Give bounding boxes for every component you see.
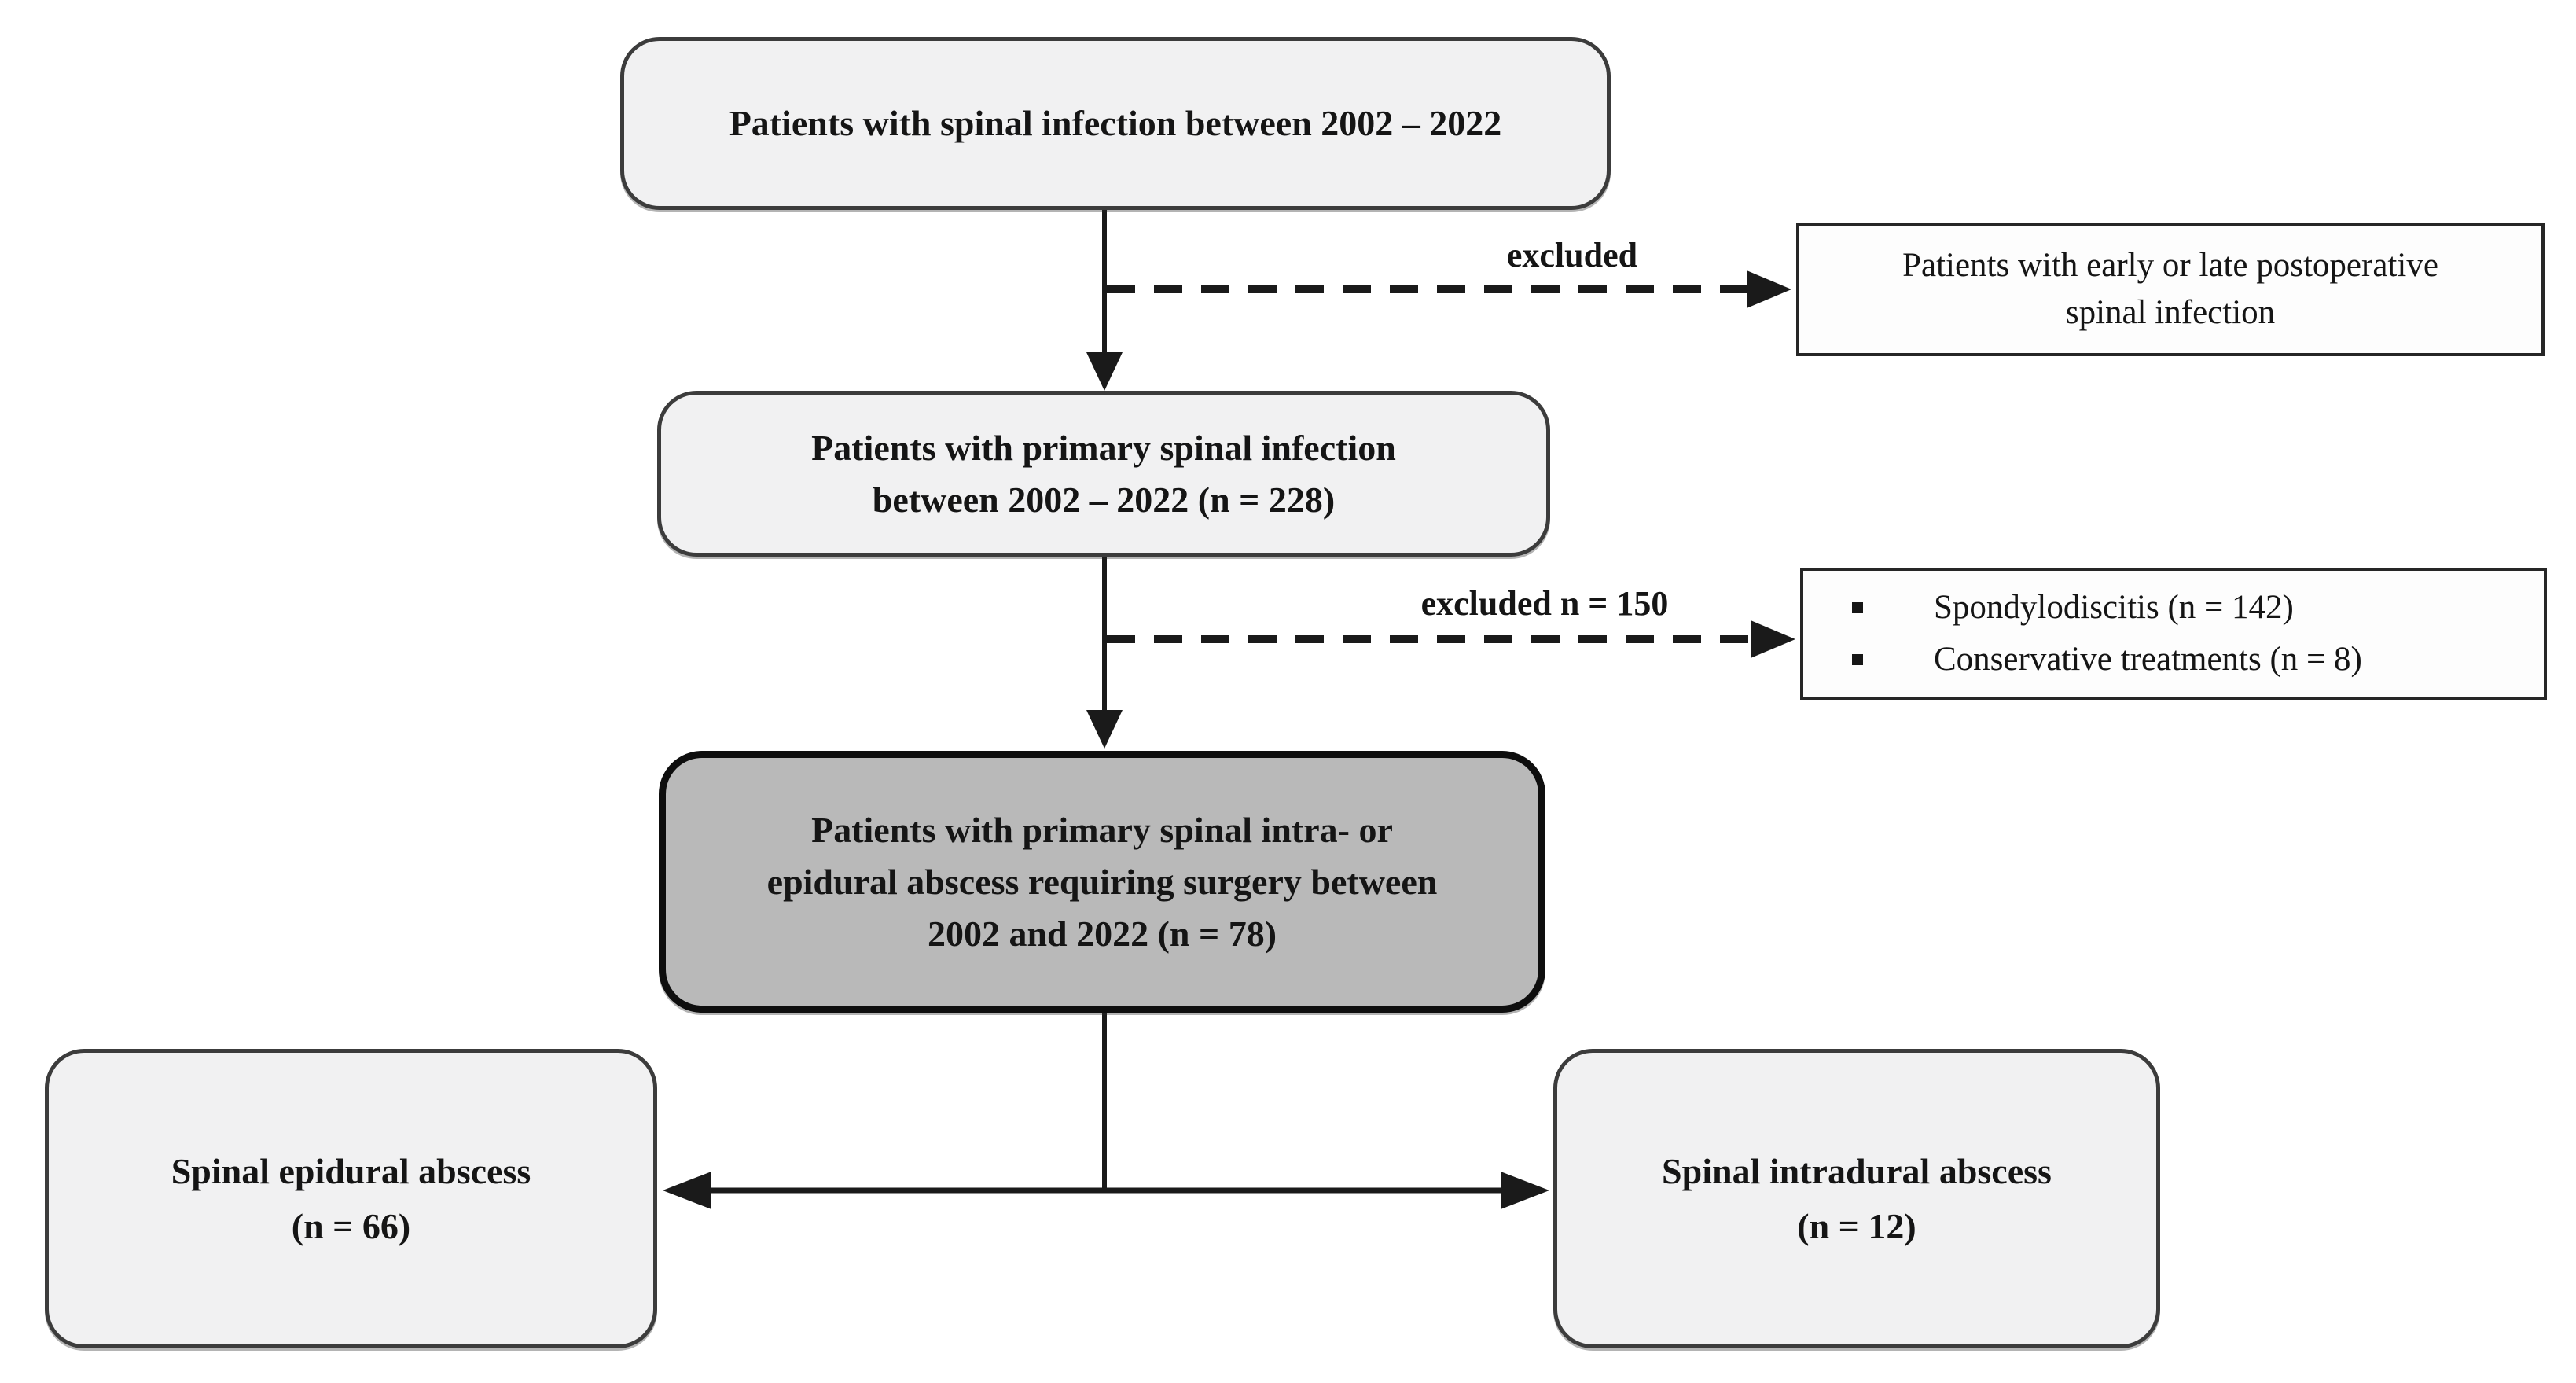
flow-box-primary-spinal-infection: Patients with primary spinal infection b… [657,391,1550,557]
flow-box-text: Patients with primary spinal infection [811,427,1396,468]
exclusion-box-text: spinal infection [2065,294,2276,331]
square-bullet-icon [1852,602,1863,613]
exclusion-list-item: Conservative treatments (n = 8) [1835,634,2544,686]
exclusion-item-text: Conservative treatments (n = 8) [1934,641,2362,678]
flow-box-text: (n = 12) [1797,1205,1916,1246]
square-bullet-icon [1852,654,1863,665]
flow-box-text: between 2002 – 2022 (n = 228) [872,479,1336,520]
flow-box-text: 2002 and 2022 (n = 78) [927,913,1277,954]
dashed-arrow-excluded-1 [1107,270,1791,308]
flow-box-text: Patients with spinal infection between 2… [729,103,1502,143]
flow-box-spinal-intradural-abscess: Spinal intradural abscess (n = 12) [1553,1049,2160,1348]
exclusion-list-item: Spondylodiscitis (n = 142) [1835,582,2544,634]
exclusion-item-text: Spondylodiscitis (n = 142) [1934,589,2294,626]
excluded-label-1: excluded [1506,236,1638,274]
dashed-arrow-excluded-2 [1107,620,1795,658]
flow-box-text: Spinal intradural abscess [1662,1150,2052,1191]
exclusion-box-excluded-reasons: Spondylodiscitis (n = 142) Conservative … [1800,568,2547,700]
arrow-top-to-primary [1086,210,1123,391]
split-arrow-left-right [663,1172,1549,1209]
excluded-label-2: excluded n = 150 [1420,584,1669,623]
flow-box-text: Patients with primary spinal intra- or [811,809,1393,850]
flow-box-text: Spinal epidural abscess [171,1150,531,1191]
exclusion-box-text: Patients with early or late postoperativ… [1902,247,2438,284]
exclusion-box-postoperative-infection: Patients with early or late postoperativ… [1796,223,2545,356]
flow-box-text: (n = 66) [291,1205,411,1246]
flow-box-text: epidural abscess requiring surgery betwe… [766,861,1438,902]
flow-box-spinal-epidural-abscess: Spinal epidural abscess (n = 66) [45,1049,657,1348]
arrow-primary-to-surgery [1086,557,1123,749]
flow-box-spinal-infection: Patients with spinal infection between 2… [620,37,1611,210]
flow-box-abscess-surgery: Patients with primary spinal intra- or e… [659,751,1545,1013]
